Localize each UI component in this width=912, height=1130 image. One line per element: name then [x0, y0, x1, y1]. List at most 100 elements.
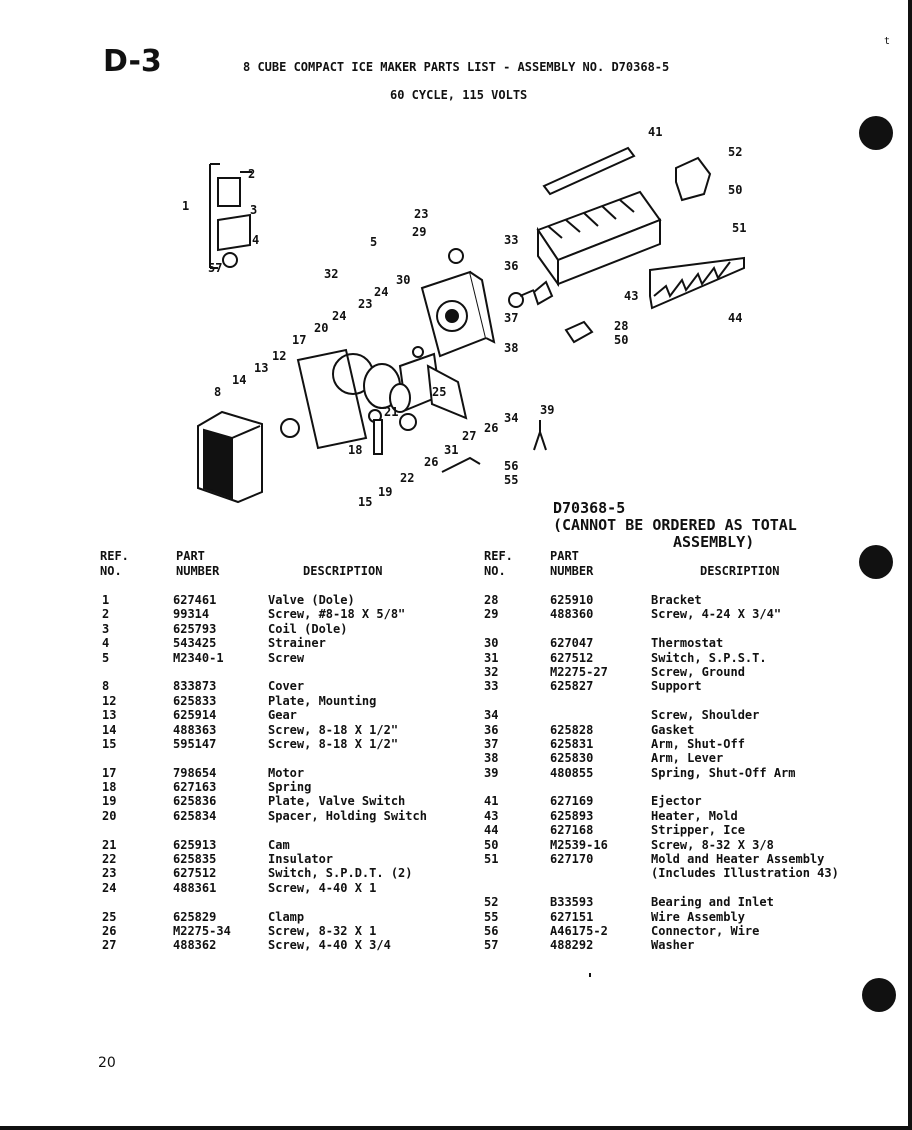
parts-cell-part: 625828 [550, 722, 594, 737]
parts-cell-desc: Screw, 8-32 X 3/8 [651, 837, 774, 852]
wire-assembly [441, 420, 547, 473]
parts-cell-desc: Cover [268, 679, 305, 694]
parts-cell-part: 627512 [173, 866, 217, 881]
parts-cell-desc: Washer [651, 938, 695, 953]
parts-cell-part: 625829 [173, 909, 217, 924]
parts-cell-part: 625793 [173, 621, 217, 636]
parts-cell-desc: Strainer [268, 636, 326, 651]
assembly-note-line: D70368-5 [553, 499, 626, 517]
parts-cell-desc: Valve (Dole) [268, 593, 355, 607]
parts-cell-part: 625914 [173, 708, 217, 723]
svg-text:39: 39 [540, 403, 554, 417]
group-spacer [550, 881, 608, 895]
part-header: PART NUMBER [176, 549, 219, 579]
parts-cell-part: 488363 [173, 722, 217, 737]
group-spacer [268, 895, 427, 909]
svg-text:4: 4 [252, 233, 259, 247]
parts-cell-part: 625910 [550, 593, 594, 607]
parts-cell-desc: Support [651, 679, 702, 694]
page-subtitle: 60 CYCLE, 115 VOLTS [390, 88, 528, 102]
page-number: 20 [98, 1055, 116, 1071]
parts-cell-ref: 30 [484, 636, 499, 651]
parts-cell-part: 625893 [550, 808, 594, 823]
group-spacer [651, 881, 839, 895]
svg-text:37: 37 [504, 311, 518, 325]
page-code: D-3 [103, 44, 162, 79]
parts-cell-desc: Screw, 4-40 X 3/4 [268, 938, 391, 953]
parts-cell-desc: Screw, 8-32 X 1 [268, 923, 377, 938]
parts-cell-part: 595147 [173, 736, 217, 751]
parts-cell-part: 480855 [550, 765, 594, 780]
parts-cell-part: 833873 [173, 679, 217, 694]
svg-text:32: 32 [324, 267, 338, 281]
parts-cell-part: 627461 [173, 593, 217, 607]
svg-text:57: 57 [208, 261, 222, 275]
parts-cell-ref: 23 [102, 866, 117, 881]
parts-cell-ref: 39 [484, 765, 499, 780]
parts-cell-ref: 24 [102, 880, 117, 895]
svg-text:18: 18 [348, 443, 362, 457]
svg-text:52: 52 [728, 145, 742, 159]
parts-cell-desc: Plate, Mounting [268, 693, 377, 708]
part-header-line: PART [550, 549, 579, 563]
parts-cell-part: 625830 [550, 751, 594, 766]
svg-text:24: 24 [332, 309, 346, 323]
parts-cell-ref: 36 [484, 722, 499, 737]
parts-cell-desc: Motor [268, 765, 305, 780]
svg-text:17: 17 [292, 333, 306, 347]
parts-cell-desc: Screw, 4-40 X 1 [268, 880, 377, 895]
parts-cell-ref: 32 [484, 664, 499, 679]
svg-text:19: 19 [378, 485, 392, 499]
parts-cell-part: 627169 [550, 794, 594, 809]
part-header-line: NUMBER [550, 564, 594, 578]
svg-text:56: 56 [504, 459, 518, 473]
svg-text:15: 15 [358, 495, 372, 509]
parts-cell-part: B33593 [550, 895, 594, 910]
parts-cell-ref: 4 [102, 636, 110, 651]
svg-text:44: 44 [728, 311, 742, 325]
parts-cell-desc: Screw [268, 650, 305, 665]
svg-text:28: 28 [614, 319, 628, 333]
part-header-line: NUMBER [176, 564, 220, 578]
parts-cell-part: 488361 [173, 880, 217, 895]
parts-cell-desc: Screw, 4-24 X 3/4" [651, 607, 782, 622]
parts-cell-ref: 1 [102, 593, 110, 607]
group-spacer [550, 780, 608, 794]
parts-cell-ref: 14 [102, 722, 117, 737]
parts-cell-part: A46175-2 [550, 923, 608, 938]
parts-cell-ref: 2 [102, 607, 110, 622]
parts-cell-desc: Cam [268, 837, 290, 852]
svg-text:23: 23 [358, 297, 372, 311]
parts-cell-ref: 18 [102, 780, 117, 795]
part-header-line: PART [176, 549, 205, 563]
group-spacer [484, 694, 498, 708]
parts-cell-part: 625836 [173, 794, 217, 809]
assembly-note-line: ASSEMBLY) [673, 533, 755, 551]
svg-text:55: 55 [504, 473, 518, 487]
parts-cell-desc: Bracket [651, 593, 702, 607]
svg-text:29: 29 [412, 225, 426, 239]
svg-text:25: 25 [432, 385, 446, 399]
parts-cell-desc: Connector, Wire [651, 923, 760, 938]
svg-text:22: 22 [400, 471, 414, 485]
assembly-note: D70368-5 (CANNOT BE ORDERED AS TOTAL ASS… [553, 500, 797, 551]
parts-cell-ref: 33 [484, 679, 499, 694]
parts-cell-desc: Switch, S.P.D.T. (2) [268, 866, 413, 881]
svg-text:38: 38 [504, 341, 518, 355]
group-spacer [550, 694, 608, 708]
parts-cell-desc: Thermostat [651, 636, 724, 651]
parts-cell-ref: 41 [484, 794, 499, 809]
parts-cell-part: 627047 [550, 636, 594, 651]
cover-box [197, 410, 263, 504]
svg-text:41: 41 [648, 125, 662, 139]
parts-cell-ref: 44 [484, 823, 499, 838]
parts-cell-ref: 43 [484, 808, 499, 823]
group-spacer [484, 622, 498, 636]
parts-cell-ref: 17 [102, 765, 117, 780]
svg-text:8: 8 [214, 385, 221, 399]
parts-cell-part: 488292 [550, 938, 594, 953]
